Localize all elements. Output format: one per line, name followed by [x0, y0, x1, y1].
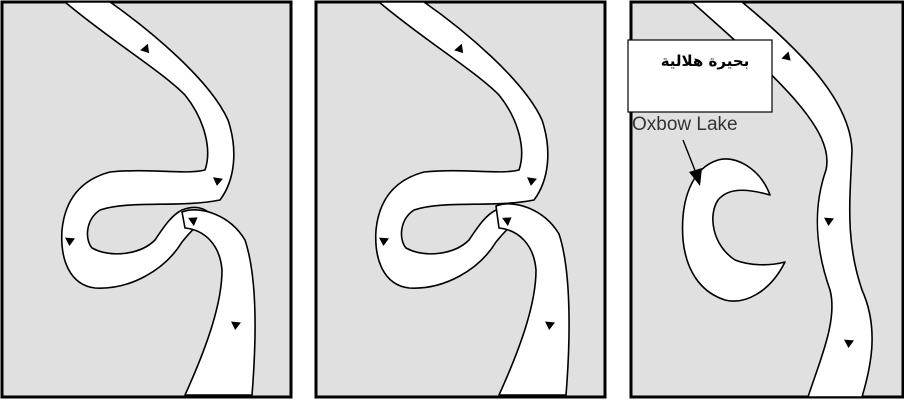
panel-1-meander-stage — [2, 2, 291, 397]
arabic-label-box — [628, 40, 772, 112]
arabic-oxbow-label: بحيرة هلالية — [661, 52, 750, 70]
panel-2-cutoff-stage — [316, 2, 605, 397]
english-oxbow-label: Oxbow Lake — [632, 114, 738, 135]
panel-3-oxbow-stage: بحيرة هلالية Oxbow Lake — [628, 2, 903, 397]
